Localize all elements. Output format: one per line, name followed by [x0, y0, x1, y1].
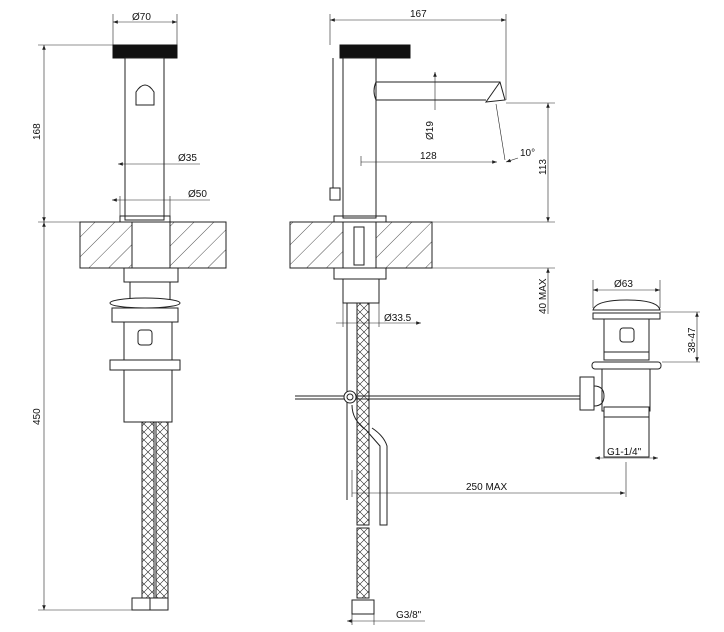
shank-diameter-label: Ø33.5	[384, 313, 412, 324]
counter-thickness-label: 40 MAX	[538, 278, 549, 314]
cap-diameter-label: Ø70	[132, 12, 151, 23]
height-label: 168	[32, 123, 43, 140]
rod-connector	[579, 376, 595, 411]
hose-thread-label: G3/8"	[396, 610, 422, 621]
popup-waste	[579, 299, 662, 458]
waste-body-front	[123, 321, 173, 361]
side-dimensions: 167 Ø19 128 10° 113 40 MAX Ø33.5 250 MAX…	[329, 9, 627, 625]
waste-tail-front	[123, 369, 173, 423]
hose-nut-left	[131, 597, 151, 611]
spout	[376, 81, 506, 103]
lever-slot	[135, 84, 155, 106]
hose-right	[155, 421, 169, 601]
front-view	[79, 44, 227, 611]
hose-nut-side	[351, 599, 375, 615]
handle-cap	[112, 44, 178, 59]
rod-clamp	[343, 390, 357, 404]
lever-tip	[329, 187, 341, 201]
waste-flange	[591, 361, 662, 370]
waste-dimensions: Ø63 38-47 G1-1/4"	[592, 279, 700, 460]
waste-tail	[603, 416, 650, 458]
rod-length-label: 250 MAX	[466, 482, 507, 493]
pull-rod	[351, 404, 388, 526]
waste-collar-front	[109, 359, 181, 371]
spout-height-label: 113	[538, 159, 549, 175]
mixer-body	[124, 57, 165, 221]
counter-hole	[131, 221, 171, 269]
body-diameter-label: Ø35	[178, 153, 197, 164]
waste-cap-diameter-label: Ø63	[614, 279, 633, 290]
base-ring	[119, 215, 171, 223]
waste-height-label: 38-47	[687, 327, 698, 353]
hose-side	[356, 302, 370, 526]
waste-flange-front	[111, 307, 179, 323]
hose-left	[141, 421, 155, 601]
mixer-body-side	[342, 57, 377, 219]
front-dimensions: Ø70 168 Ø35 Ø50 450	[32, 12, 210, 611]
hose-nut-right	[149, 597, 169, 611]
fixing-nut	[123, 267, 179, 283]
waste-cap-front	[109, 297, 181, 309]
spout-diameter-label: Ø19	[425, 121, 436, 140]
waste-cap	[592, 299, 661, 311]
shank-nuts	[342, 278, 380, 304]
waste-thread-label: G1-1/4"	[607, 447, 642, 458]
side-view	[289, 44, 580, 615]
angle-label: 10°	[520, 148, 535, 159]
overflow-slot	[137, 329, 153, 346]
total-below-label: 450	[32, 408, 43, 425]
depth-label: 167	[410, 9, 427, 20]
reach-label: 128	[420, 151, 437, 162]
base-diameter-label: Ø50	[188, 189, 207, 200]
lock-nut	[129, 281, 171, 301]
handle-cap-side	[339, 44, 411, 59]
